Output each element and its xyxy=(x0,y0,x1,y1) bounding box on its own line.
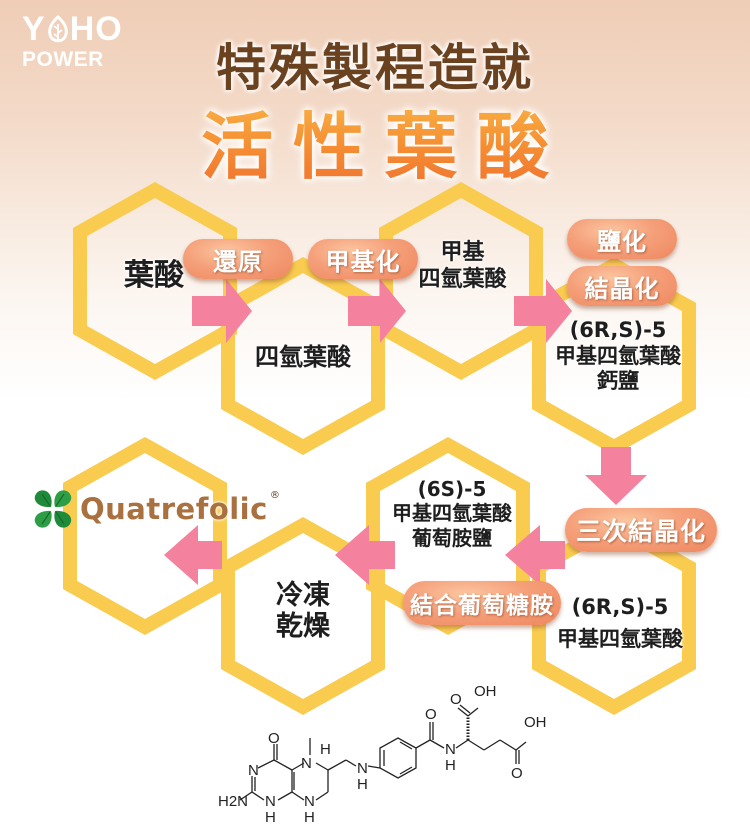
atom-o-carboxyl-alpha: O xyxy=(450,691,462,708)
headline: 特殊製程造就 xyxy=(216,39,534,97)
atom-n5: N xyxy=(301,755,312,772)
hexagon-glucosamine-salt xyxy=(366,436,530,636)
step-freeze-dry: 冷凍 乾燥 xyxy=(258,580,348,642)
arrow-down-crystallization xyxy=(585,447,647,505)
hexagon-methyl-thf xyxy=(379,181,543,381)
atom-h8: H xyxy=(304,809,315,826)
step-racemic-mthf-line2: 甲基四氫葉酸 xyxy=(557,626,683,651)
registered-mark: ® xyxy=(269,490,280,501)
process-third-crystallization: 三次結晶化 xyxy=(565,508,717,552)
step-racemic-mthf: (6R,S)-5 甲基四氫葉酸 xyxy=(540,592,700,655)
step-thf: 四氫葉酸 xyxy=(238,343,368,372)
step-methyl-thf-line1: 甲基 xyxy=(440,240,485,265)
atom-nh-amide: N xyxy=(445,741,456,758)
logo-brand: Y HO xyxy=(22,12,123,46)
atom-o-amide: O xyxy=(425,706,437,723)
arrow-left-freeze-dry xyxy=(335,525,395,585)
step-methyl-thf-line2: 四氫葉酸 xyxy=(418,266,507,292)
step-freeze-dry-line2: 乾燥 xyxy=(276,611,330,643)
atom-oh-carboxyl-alpha: OH xyxy=(474,683,497,700)
hexagon-folic-acid xyxy=(73,181,237,381)
step-racemic-mthf-line1: (6R,S)-5 xyxy=(571,595,669,619)
step-glucosamine-salt: (6S)-5 甲基四氫葉酸 葡萄胺鹽 xyxy=(382,477,522,550)
step-glucosamine-salt-line3: 葡萄胺鹽 xyxy=(412,525,492,550)
hexagon-quatrefolic xyxy=(63,436,227,636)
quatrefolic-wordmark: Quatrefolic xyxy=(80,492,268,526)
process-reduction: 還原 xyxy=(183,239,293,279)
atom-n3: N xyxy=(248,762,259,779)
atom-h2n: H2N xyxy=(218,793,248,810)
logo-brand-prefix: Y xyxy=(22,10,46,48)
step-calcium-salt: (6R,S)-5 甲基四氫葉酸 鈣鹽 xyxy=(543,318,693,395)
logo-subtitle: POWER xyxy=(22,48,104,71)
atom-oh-carboxyl-gamma: OH xyxy=(524,714,547,731)
atom-n1: N xyxy=(265,793,276,810)
step-folic-acid: 葉酸 xyxy=(124,258,184,293)
logo-brand-suffix: HO xyxy=(69,10,123,48)
step-thf-label: 四氫葉酸 xyxy=(255,343,351,371)
arrow-left-glucosamine xyxy=(505,525,565,585)
atom-h1: H xyxy=(265,809,276,826)
headline-highlight: 活性葉酸 xyxy=(0,88,750,193)
arrow-left-quatrefolic xyxy=(164,525,222,585)
process-salification: 鹽化 xyxy=(567,219,677,259)
leaf-icon xyxy=(47,15,68,43)
step-calcium-salt-line1: (6R,S)-5 xyxy=(569,318,667,342)
process-methylation: 甲基化 xyxy=(308,239,418,279)
methylfolate-chemical-structure xyxy=(239,704,527,801)
process-crystallization: 結晶化 xyxy=(567,266,677,306)
atom-o-carboxyl-gamma: O xyxy=(511,765,523,782)
step-methyl-thf: 甲基 四氫葉酸 xyxy=(405,240,520,294)
yoho-power-logo: Y HO POWER xyxy=(22,12,123,70)
step-glucosamine-salt-line1: (6S)-5 xyxy=(417,477,487,501)
step-glucosamine-salt-line2: 甲基四氫葉酸 xyxy=(392,501,512,526)
step-calcium-salt-line2: 甲基四氫葉酸 xyxy=(555,343,681,368)
four-leaf-clover-icon xyxy=(34,490,72,528)
arrow-right-methylation xyxy=(348,279,406,343)
arrow-right-salification xyxy=(514,279,572,343)
atom-o4: O xyxy=(268,730,280,747)
process-glucosamine-binding: 結合葡萄糖胺 xyxy=(403,581,561,625)
step-freeze-dry-line1: 冷凍 xyxy=(276,580,330,611)
atom-h-stereo: H xyxy=(320,741,331,758)
atom-nh-link: N xyxy=(357,760,368,777)
atom-nh-amide-h: H xyxy=(445,757,456,774)
atom-nh-link-h: H xyxy=(357,776,368,793)
arrow-right-reduction xyxy=(192,279,252,343)
chemical-structure-labels: O N H N H2N N H N H N H O N H O OH OH O xyxy=(218,683,547,826)
quatrefolic-logo: Quatrefolic ® xyxy=(30,486,280,532)
atom-n8: N xyxy=(304,793,315,810)
step-calcium-salt-line3: 鈣鹽 xyxy=(597,369,639,394)
